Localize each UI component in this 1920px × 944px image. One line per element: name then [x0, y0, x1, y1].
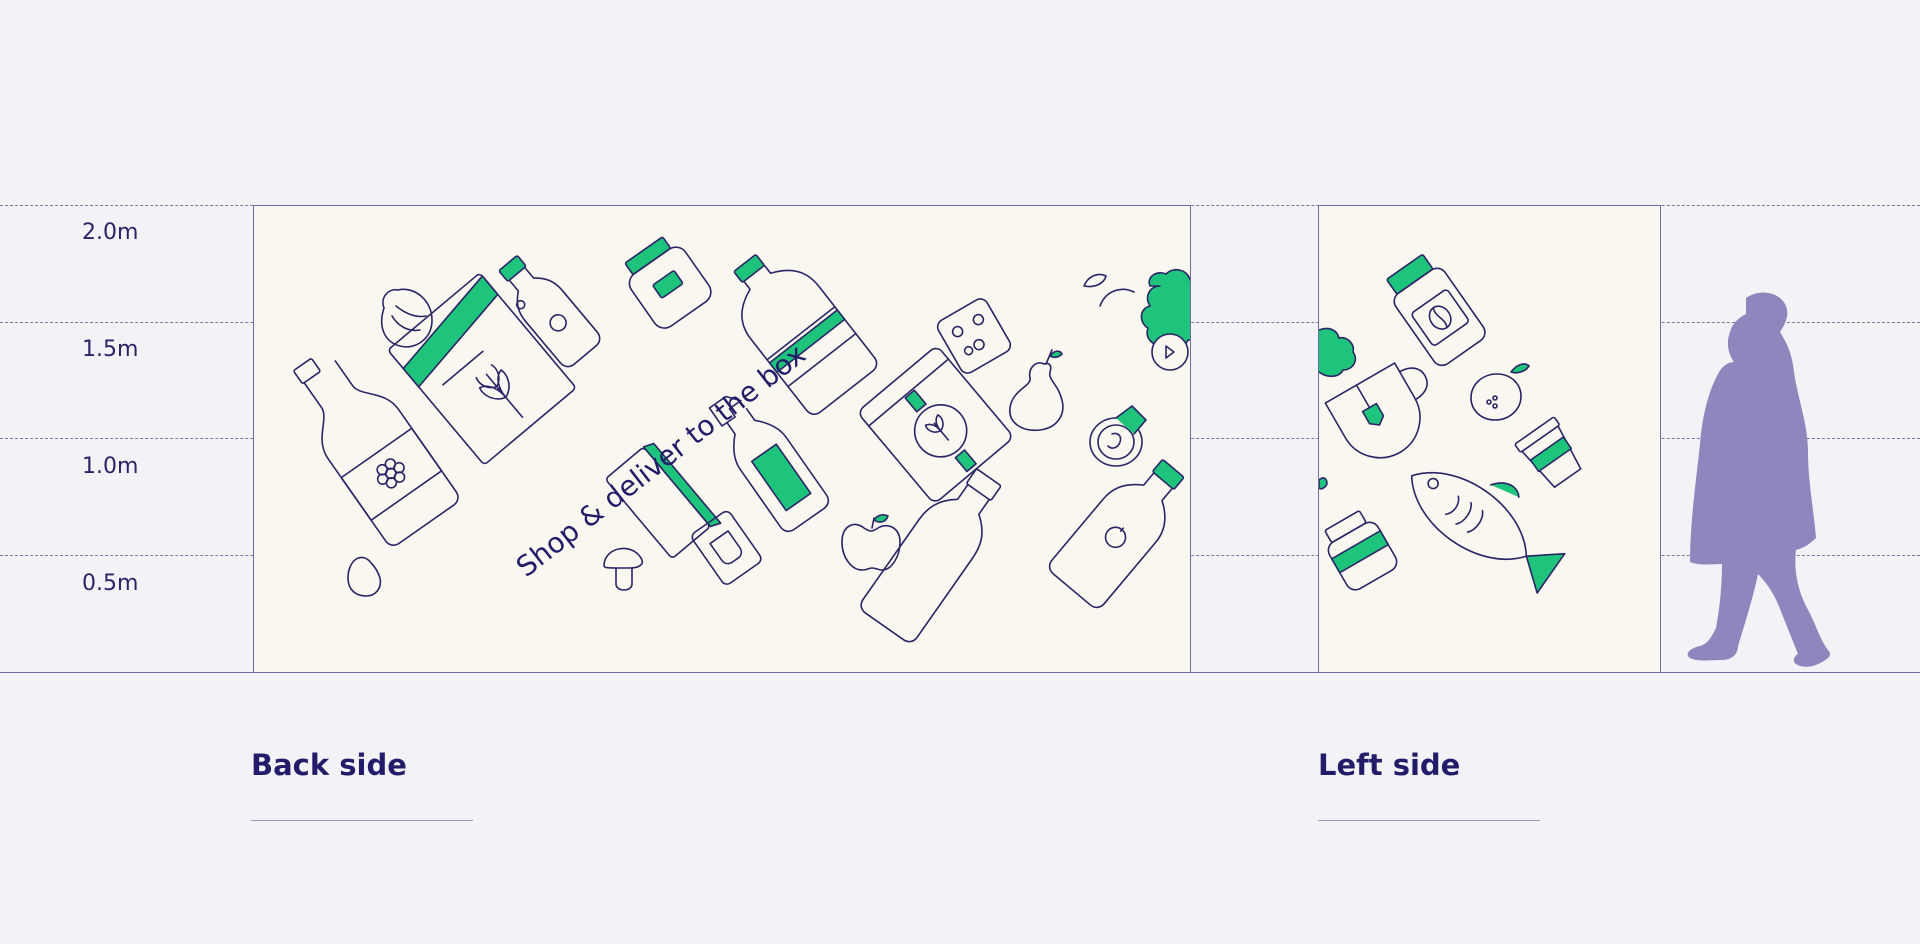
leaf-edge-icon — [1319, 477, 1328, 490]
mushroom-icon — [603, 547, 644, 591]
back-side-underline — [251, 820, 473, 821]
left-side-label: Left side — [1318, 748, 1461, 782]
ground-line — [0, 672, 1920, 673]
juice-bottle-icon — [498, 255, 601, 368]
yogurt-cup-icon — [1514, 416, 1582, 488]
fish-icon — [1410, 471, 1566, 594]
height-label-2m: 2.0m — [82, 220, 139, 245]
back-side-illustration: Shop & deliver to the box — [293, 236, 1190, 643]
tea-cup-icon — [1324, 362, 1428, 459]
cabbage-edge-icon — [1319, 327, 1357, 378]
left-side-underline — [1318, 820, 1540, 821]
cereal-box-icon — [388, 273, 576, 465]
fig-icon — [380, 288, 433, 348]
egg-icon — [347, 556, 382, 597]
back-side-label: Back side — [251, 748, 407, 782]
sauce-bottle-icon — [1048, 459, 1185, 609]
sugar-cube-icon — [936, 298, 1012, 374]
height-label-1m: 1.0m — [82, 454, 139, 479]
coffee-jar-icon — [1386, 254, 1486, 367]
height-label-0-5m: 0.5m — [82, 571, 139, 596]
height-label-1-5m: 1.5m — [82, 337, 139, 362]
left-side-illustration — [1319, 254, 1582, 594]
pear-icon — [1009, 349, 1064, 432]
chocolate-bar-icon — [606, 442, 722, 558]
can-icon — [1089, 405, 1147, 467]
coffee-bag-icon — [859, 347, 1012, 502]
person-silhouette — [1687, 292, 1830, 667]
wine-bottle-icon — [293, 358, 459, 546]
left-side-panel — [1318, 205, 1661, 673]
cabbage-icon — [1083, 268, 1190, 371]
jar-icon — [624, 236, 712, 329]
milk-bottle-icon — [860, 468, 1002, 643]
milk-jug-icon — [733, 254, 878, 416]
bag-icon — [691, 510, 762, 585]
lemon-icon — [1470, 363, 1530, 421]
back-side-panel: Shop & deliver to the box — [253, 205, 1191, 673]
spice-jar-icon — [1324, 510, 1398, 591]
spray-bottle-icon — [708, 395, 830, 533]
apple-icon — [841, 514, 901, 571]
